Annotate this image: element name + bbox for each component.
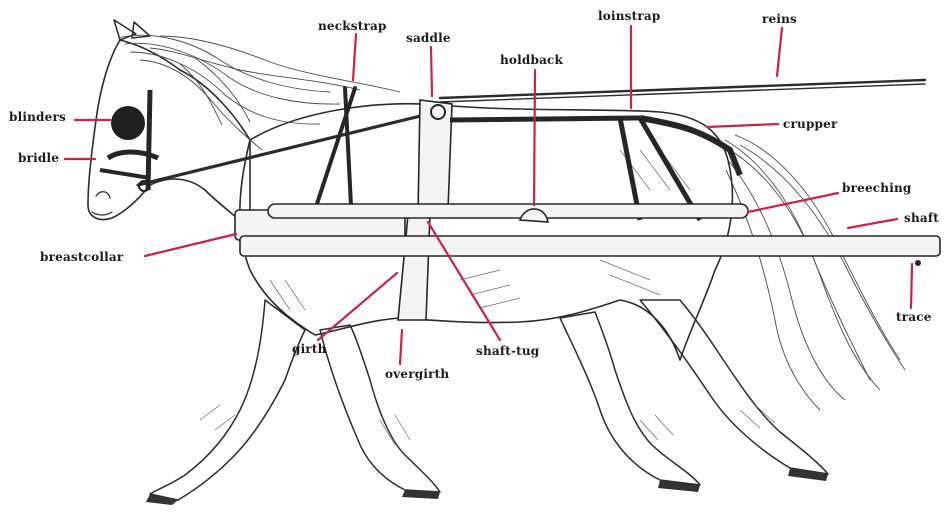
label-shaft: shaft [904,211,939,225]
leader-reins [777,28,782,76]
leader-neckstrap [353,34,356,80]
label-blinders: blinders [9,110,66,124]
leader-saddle [431,47,432,96]
label-breastcollar: breastcollar [40,250,123,264]
leader-breeching [748,193,838,212]
label-loinstrap: loinstrap [598,9,660,23]
harness [100,80,940,320]
blinder-shape [111,106,145,140]
leader-holdback [534,70,535,205]
label-girth: girth [292,342,327,356]
tail [725,135,905,410]
label-overgirth: overgirth [385,367,449,381]
label-saddle: saddle [406,31,451,45]
leader-trace [911,264,912,308]
label-bridle: bridle [18,151,59,165]
label-crupper: crupper [783,117,838,131]
label-neckstrap: neckstrap [318,19,387,33]
label-holdback: holdback [500,53,563,67]
label-breeching: breeching [842,181,912,195]
label-shaft-tug: shaft-tug [476,344,539,358]
horse-body [88,20,828,505]
leader-girth [318,273,397,340]
leader-shaft [848,219,897,228]
label-reins: reins [762,12,797,26]
leader-crupper [707,124,778,127]
label-trace: trace [896,310,932,324]
leader-overgirth [400,330,402,364]
leader-breastcollar [145,234,236,256]
